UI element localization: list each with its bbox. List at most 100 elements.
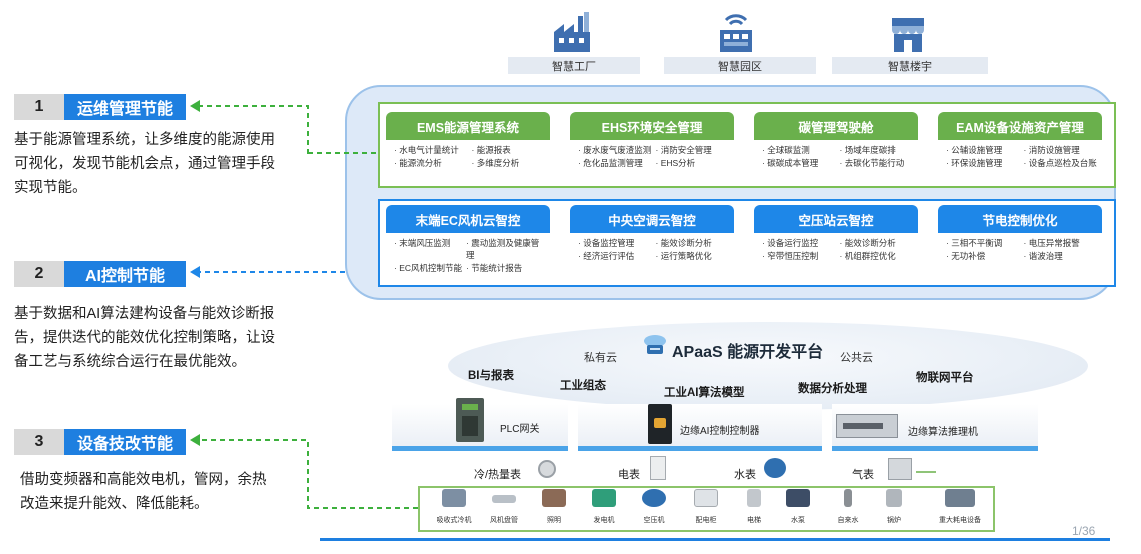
section-2-text: 基于数据和AI算法建构设备与能效诊断报告，提供迭代的能效优化控制策略，让设备工艺… bbox=[14, 306, 275, 370]
section-title: AI控制节能 bbox=[64, 261, 186, 287]
module-iot-platform: 物联网平台 bbox=[916, 372, 974, 384]
card-item: EHS分析 bbox=[656, 157, 730, 169]
card-carbon[interactable]: 碳管理驾驶舱 全球碳监测 场域年度碳排 碳碳成本管理 去碳化节能行动 bbox=[754, 112, 918, 184]
equipment-label: 电梯 bbox=[747, 517, 761, 524]
card-item: 机组群控优化 bbox=[840, 250, 914, 262]
apaas-platform bbox=[448, 322, 1088, 410]
equipment-label: 重大耗电设备 bbox=[939, 517, 981, 524]
card-item: 消防设施管理 bbox=[1024, 144, 1098, 156]
card-ems[interactable]: EMS能源管理系统 水电气计量统计 能源报表 能源流分析 多维度分析 bbox=[386, 112, 550, 184]
module-industrial-config: 工业组态 bbox=[560, 380, 606, 392]
plc-gateway-icon bbox=[456, 398, 484, 442]
equipment-label: 配电柜 bbox=[695, 517, 717, 524]
card-item: 能效诊断分析 bbox=[656, 237, 730, 249]
equipment-item: 锅炉 bbox=[872, 489, 916, 525]
equipment-item: 风机盘管 bbox=[482, 489, 526, 525]
section-number: 1 bbox=[14, 94, 64, 120]
card-ehs[interactable]: EHS环境安全管理 废水废气废渣监测 消防安全管理 危化品监测管理 EHS分析 bbox=[570, 112, 734, 184]
card-item: 多维度分析 bbox=[472, 157, 546, 169]
edge-inference-icon bbox=[836, 414, 898, 438]
module-ai-model: 工业AI算法模型 bbox=[664, 387, 745, 399]
equipment-label: 吸收式冷机 bbox=[436, 517, 472, 524]
card-item: 能源流分析 bbox=[394, 157, 468, 169]
equipment-item: 水泵 bbox=[776, 489, 820, 525]
section-1-header: 1 运维管理节能 bbox=[14, 94, 186, 120]
device-strip-ai bbox=[578, 404, 822, 450]
device-base-line bbox=[832, 446, 1038, 451]
card-title: EMS能源管理系统 bbox=[386, 112, 550, 140]
card-item: 无功补偿 bbox=[946, 250, 1020, 262]
generator-icon bbox=[592, 489, 616, 507]
card-item: 公辅设施管理 bbox=[946, 144, 1020, 156]
card-item: 电压异常报警 bbox=[1024, 237, 1098, 249]
equipment-label: 空压机 bbox=[643, 517, 665, 524]
equipment-item: 重大耗电设备 bbox=[930, 489, 990, 525]
equipment-label: 风机盘管 bbox=[490, 517, 518, 524]
equipment-item: 吸收式冷机 bbox=[432, 489, 476, 525]
meter-label: 水表 bbox=[734, 469, 756, 481]
section-title: 运维管理节能 bbox=[64, 94, 186, 120]
lighting-icon bbox=[542, 489, 566, 507]
gas-meter-icon bbox=[888, 458, 912, 480]
elevator-icon bbox=[747, 489, 761, 507]
card-item: 场域年度碳排 bbox=[840, 144, 914, 156]
section-2-header: 2 AI控制节能 bbox=[14, 261, 186, 287]
card-item: 消防安全管理 bbox=[656, 144, 730, 156]
cloud-server-icon bbox=[642, 333, 668, 357]
section-number: 3 bbox=[14, 429, 64, 455]
card-item: 运行策略优化 bbox=[656, 250, 730, 262]
card-item: 震动监测及健康管理 bbox=[466, 237, 545, 261]
card-item: 谐波治理 bbox=[1024, 250, 1098, 262]
top-category-park: 智慧园区 bbox=[664, 57, 816, 74]
card-item: 环保设施管理 bbox=[946, 157, 1020, 169]
public-cloud-label: 公共云 bbox=[840, 352, 873, 364]
meter-label: 气表 bbox=[852, 469, 874, 481]
card-air-compressor[interactable]: 空压站云智控 设备运行监控 能效诊断分析 窄带恒压控制 机组群控优化 bbox=[754, 205, 918, 277]
card-title: 碳管理驾驶舱 bbox=[754, 112, 918, 140]
boiler-icon bbox=[886, 489, 902, 507]
fan-coil-icon bbox=[492, 495, 516, 503]
electric-meter-icon bbox=[650, 456, 666, 480]
card-item: 经济运行评估 bbox=[578, 250, 652, 262]
section-3-text: 借助变频器和高能效电机，管网，余热改造来提升能效、降低能耗。 bbox=[20, 472, 267, 512]
card-ec-fan[interactable]: 末端EC风机云智控 末端风压监测 震动监测及健康管理 EC风机控制节能 节能统计… bbox=[386, 205, 550, 277]
ai-controller-icon bbox=[648, 404, 672, 444]
bottom-divider bbox=[320, 538, 1110, 541]
equipment-label: 照明 bbox=[547, 517, 561, 524]
module-bi-report: BI与报表 bbox=[468, 370, 514, 382]
page-number: 1/36 bbox=[1072, 524, 1096, 538]
heat-meter-icon bbox=[538, 460, 556, 478]
tap-water-icon bbox=[844, 489, 852, 507]
card-central-ac[interactable]: 中央空调云智控 设备监控管理 能效诊断分析 经济运行评估 运行策略优化 bbox=[570, 205, 734, 277]
equipment-label: 自来水 bbox=[837, 517, 859, 524]
air-compressor-icon bbox=[642, 489, 666, 507]
equipment-item: 自来水 bbox=[826, 489, 870, 525]
device-base-line bbox=[392, 446, 568, 451]
card-eam[interactable]: EAM设备设施资产管理 公辅设施管理 消防设施管理 环保设施管理 设备点巡检及台… bbox=[938, 112, 1102, 184]
water-meter-icon bbox=[764, 458, 786, 478]
card-item: 能源报表 bbox=[472, 144, 546, 156]
card-item: 能效诊断分析 bbox=[840, 237, 914, 249]
device-base-line bbox=[578, 446, 822, 451]
meter-label: 冷/热量表 bbox=[474, 469, 522, 481]
equipment-item: 照明 bbox=[532, 489, 576, 525]
section-number: 2 bbox=[14, 261, 64, 287]
heavy-equipment-icon bbox=[945, 489, 975, 507]
card-item: 窄带恒压控制 bbox=[762, 250, 836, 262]
card-power-saving[interactable]: 节电控制优化 三相不平衡调 电压异常报警 无功补偿 谐波治理 bbox=[938, 205, 1102, 277]
card-item: 水电气计量统计 bbox=[394, 144, 468, 156]
equipment-label: 发电机 bbox=[593, 517, 615, 524]
card-title: 节电控制优化 bbox=[938, 205, 1102, 233]
card-item: EC风机控制节能 bbox=[394, 262, 462, 274]
card-title: EAM设备设施资产管理 bbox=[938, 112, 1102, 140]
equipment-item: 配电柜 bbox=[684, 489, 728, 525]
section-3-header: 3 设备技改节能 bbox=[14, 429, 186, 455]
card-item: 末端风压监测 bbox=[394, 237, 462, 261]
module-data-analysis: 数据分析处理 bbox=[798, 383, 867, 395]
section-title: 设备技改节能 bbox=[64, 429, 186, 455]
card-item: 去碳化节能行动 bbox=[840, 157, 914, 169]
equipment-item: 电梯 bbox=[732, 489, 776, 525]
card-item: 全球碳监测 bbox=[762, 144, 836, 156]
building-icon bbox=[888, 10, 928, 54]
gateway-label: 边缘算法推理机 bbox=[908, 427, 978, 438]
